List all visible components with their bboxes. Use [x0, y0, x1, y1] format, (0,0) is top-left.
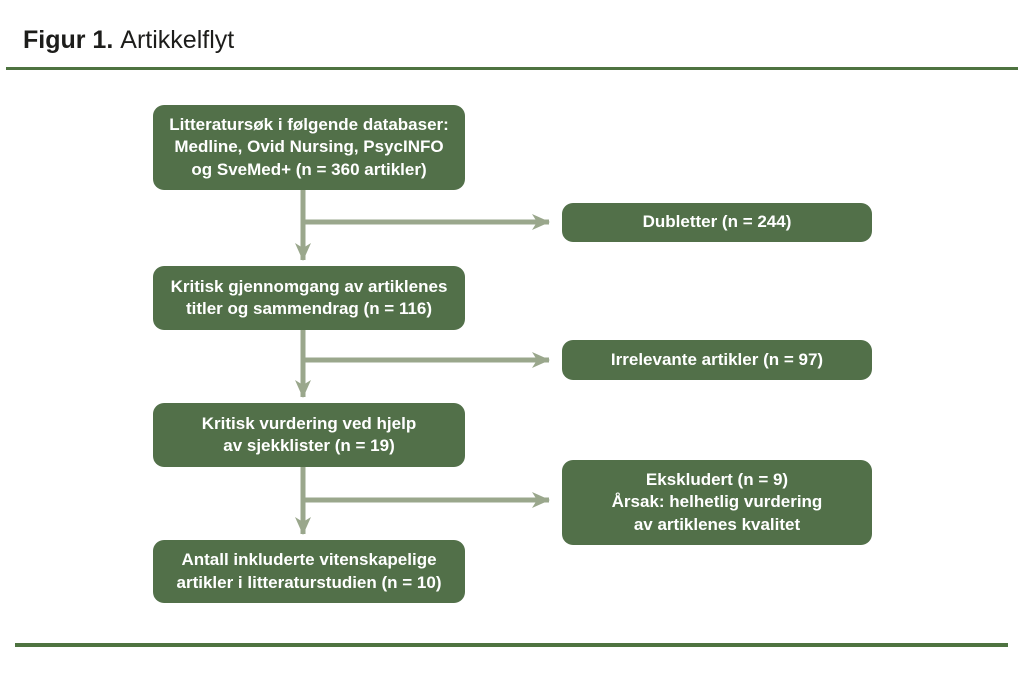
box-text-line: Ekskludert (n = 9) — [645, 469, 789, 489]
box-text-line: Litteratursøk i følgende databaser: — [169, 114, 449, 134]
flow-box-literature-search: Litteratursøk i følgende databaser: Medl… — [153, 105, 465, 190]
flow-box-title-abstract-review: Kritisk gjennomgang av artiklenes titler… — [153, 266, 465, 330]
top-divider-line — [6, 67, 1018, 70]
bottom-divider-line — [15, 643, 1008, 647]
box-text-line: artikler i litteraturstudien (n = 10) — [176, 572, 442, 592]
box-text-line: titler og sammendrag (n = 116) — [185, 299, 433, 318]
flow-box-excluded: Ekskludert (n = 9) Årsak: helhetlig vurd… — [562, 460, 872, 545]
flow-box-irrelevant: Irrelevante artikler (n = 97) — [562, 340, 872, 380]
figure-number-label: Figur 1. — [23, 26, 114, 54]
box-text-line: Årsak: helhetlig vurdering — [611, 492, 823, 512]
box-text-line: Medline, Ovid Nursing, PsycINFO — [174, 137, 444, 157]
box-text-line: Kritisk gjennomgang av artiklenes — [170, 276, 448, 296]
box-text-line: og SveMed+ (n = 360 artikler) — [191, 159, 427, 179]
box-text-line: Dubletter (n = 244) — [642, 212, 792, 232]
box-text-line: Irrelevante artikler (n = 97) — [610, 349, 824, 369]
figure-caption: Artikkelflyt — [120, 26, 235, 54]
flow-box-included: Antall inkluderte vitenskapelige artikle… — [153, 540, 465, 603]
figure-title: Figur 1.Artikkelflyt — [23, 26, 234, 55]
box-text-line: av sjekklister (n = 19) — [223, 436, 395, 455]
flow-box-checklist-appraisal: Kritisk vurdering ved hjelp av sjekklist… — [153, 403, 465, 467]
box-text-line: Kritisk vurdering ved hjelp — [201, 413, 417, 433]
box-text-line: av artiklenes kvalitet — [633, 514, 801, 534]
flow-box-duplicates: Dubletter (n = 244) — [562, 203, 872, 242]
box-text-line: Antall inkluderte vitenskapelige — [181, 550, 437, 570]
